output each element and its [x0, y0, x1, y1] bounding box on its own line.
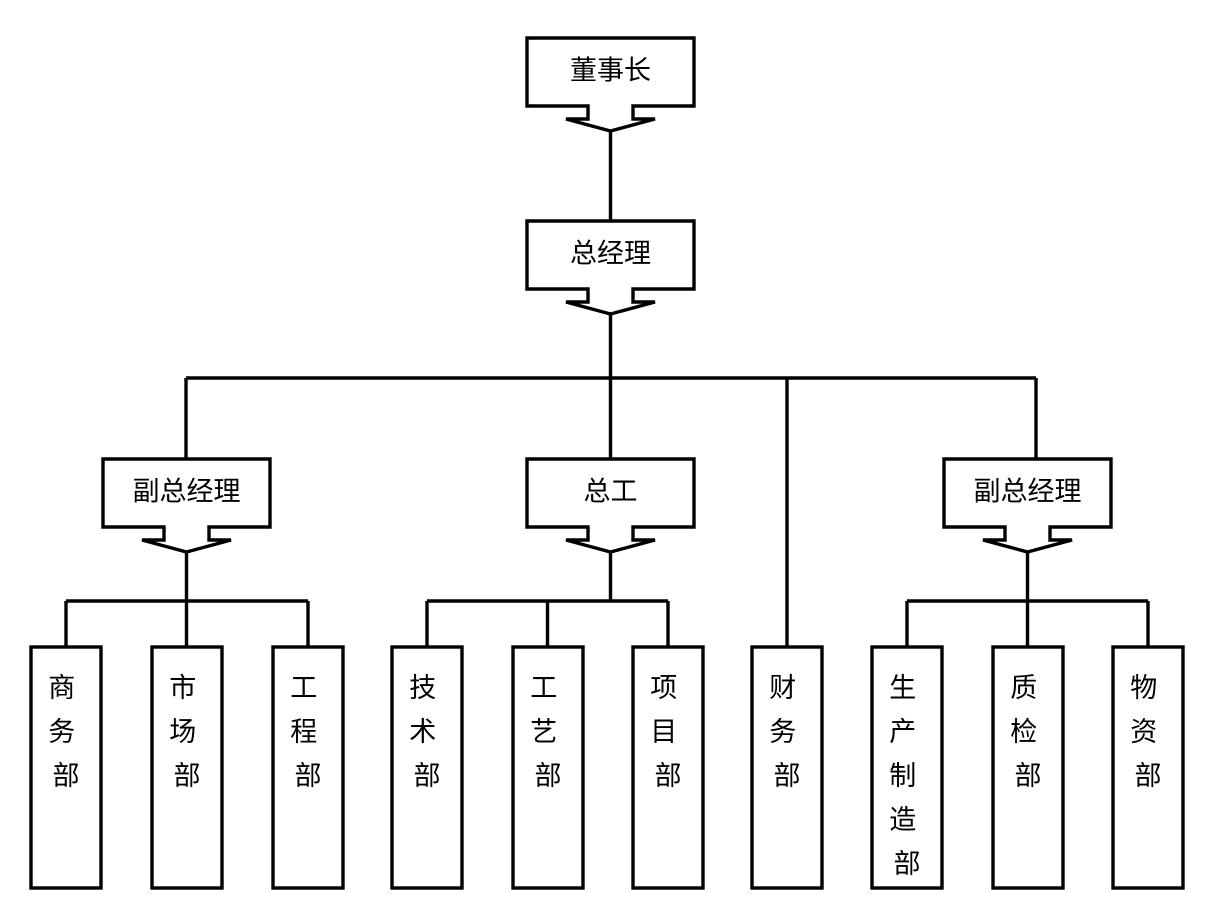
technology-dept-box-shape [390, 645, 464, 890]
business-dept-label: 商 务 部 [48, 673, 84, 792]
chairman-label: 董事长 [570, 56, 651, 87]
market-dept-label: 市 场 部 [169, 673, 205, 792]
quality-dept-box-shape [991, 645, 1065, 890]
market-dept-box-shape [150, 645, 224, 890]
project-dept-label: 项 目 部 [650, 673, 686, 792]
quality-dept-label: 质 检 部 [1010, 673, 1046, 792]
node-chairman[interactable]: 董事长 [525, 36, 696, 133]
node-deputy-gm-left[interactable]: 副总经理 [101, 457, 272, 554]
production-dept-label: 生 产 制 造 部 [889, 673, 925, 880]
node-technology-dept[interactable]: 技 术 部 [390, 645, 464, 890]
business-dept-box-shape [29, 645, 103, 890]
node-market-dept[interactable]: 市 场 部 [150, 645, 224, 890]
chief-engineer-label: 总工 [584, 477, 638, 508]
deputy-gm-right-box-shape [942, 457, 1113, 554]
technology-dept-label: 技 术 部 [409, 673, 445, 792]
node-production-dept[interactable]: 生 产 制 造 部 [870, 645, 944, 890]
node-chief-engineer[interactable]: 总工 [525, 457, 696, 554]
node-process-dept[interactable]: 工 艺 部 [511, 645, 585, 890]
connector-layer [64, 131, 1150, 647]
node-quality-dept[interactable]: 质 检 部 [991, 645, 1065, 890]
node-project-dept[interactable]: 项 目 部 [631, 645, 705, 890]
node-deputy-gm-right[interactable]: 副总经理 [942, 457, 1113, 554]
process-dept-label: 工 艺 部 [530, 673, 566, 792]
general-manager-label: 总经理 [570, 239, 651, 270]
node-materials-dept[interactable]: 物 资 部 [1111, 645, 1185, 890]
engineering-dept-box-shape [271, 645, 345, 890]
process-dept-box-shape [511, 645, 585, 890]
deputy-gm-left-label: 副总经理 [133, 477, 241, 508]
node-engineering-dept[interactable]: 工 程 部 [271, 645, 345, 890]
chief-engineer-box-shape [525, 457, 696, 554]
finance-dept-box-shape [750, 645, 824, 890]
project-dept-box-shape [631, 645, 705, 890]
finance-dept-label: 财 务 部 [769, 673, 805, 792]
node-general-manager[interactable]: 总经理 [525, 219, 696, 316]
deputy-gm-right-label: 副总经理 [974, 477, 1082, 508]
production-dept-box-shape [870, 645, 944, 890]
engineering-dept-label: 工 程 部 [290, 673, 326, 792]
general-manager-box-shape [525, 219, 696, 316]
deputy-gm-left-box-shape [101, 457, 272, 554]
chairman-box-shape [525, 36, 696, 133]
materials-dept-label: 物 资 部 [1130, 673, 1166, 792]
materials-dept-box-shape [1111, 645, 1185, 890]
node-business-dept[interactable]: 商 务 部 [29, 645, 103, 890]
node-finance-dept[interactable]: 财 务 部 [750, 645, 824, 890]
